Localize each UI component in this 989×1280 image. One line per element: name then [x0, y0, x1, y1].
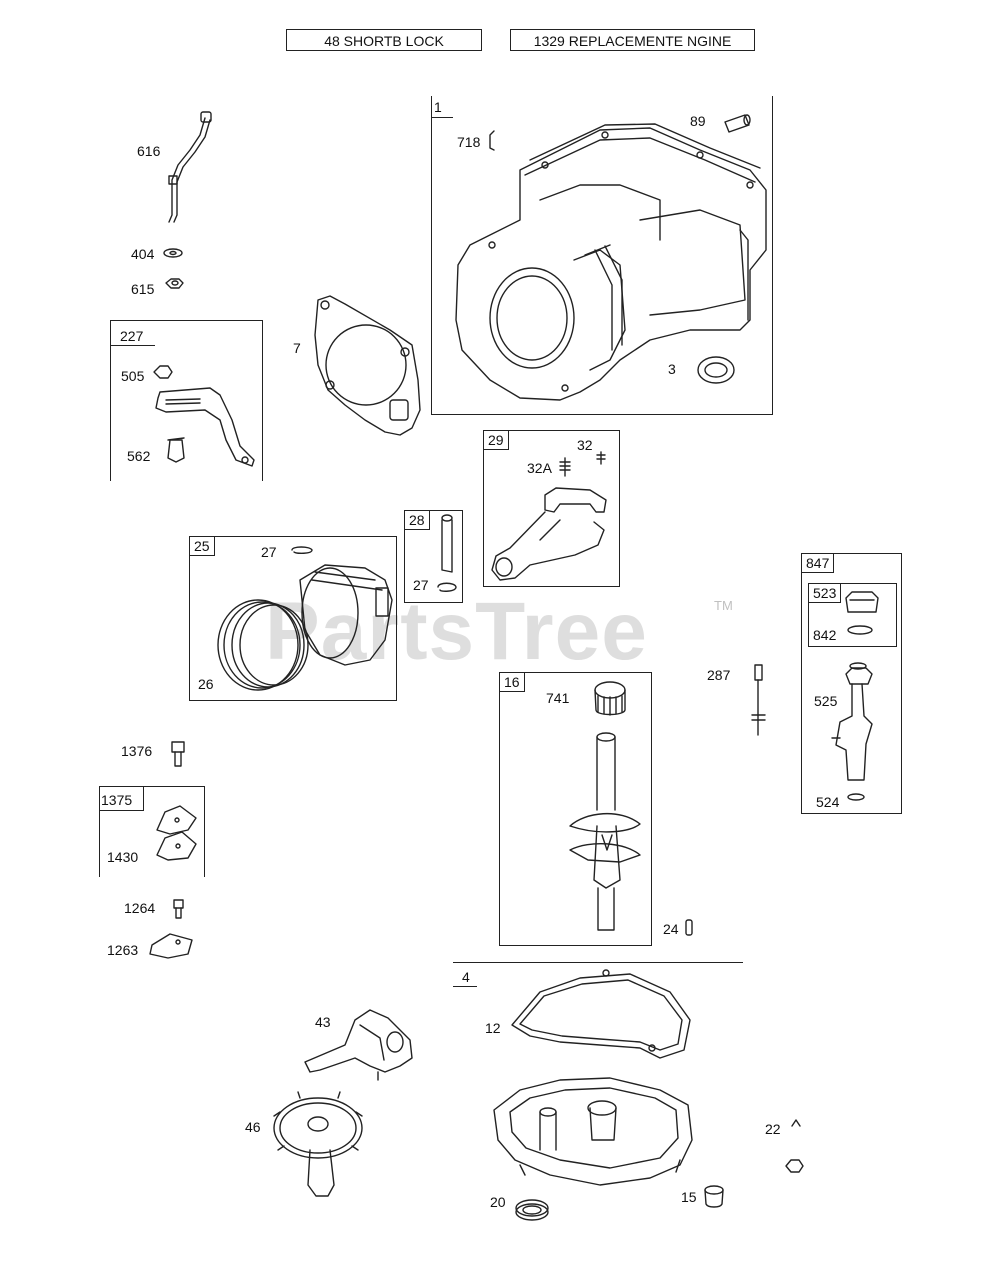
label-32a: 32A	[527, 460, 552, 476]
piston-25-icon	[291, 546, 393, 666]
governor-43-icon	[304, 1009, 413, 1081]
clip-718-icon	[489, 130, 495, 151]
bolt-1376-icon	[171, 741, 185, 767]
washer-404-icon	[163, 248, 183, 258]
label-562: 562	[127, 448, 151, 464]
label-15: 15	[681, 1189, 697, 1205]
watermark: PartsTree	[265, 586, 648, 677]
box-227-number: 227	[120, 328, 144, 344]
box-1-left-line	[431, 96, 432, 415]
box-227-tab	[110, 345, 155, 346]
box-847: 847	[801, 553, 902, 814]
box-28-number: 28	[405, 511, 430, 530]
label-718: 718	[457, 134, 481, 150]
cam-gear-46-icon	[273, 1091, 363, 1197]
label-20: 20	[490, 1194, 506, 1210]
box-25-number: 25	[190, 537, 215, 556]
box-1-number: 1	[434, 99, 442, 115]
label-1263: 1263	[107, 942, 139, 958]
nut-615-icon	[165, 278, 184, 289]
seal-3-icon	[697, 356, 735, 384]
box-29: 29	[483, 430, 620, 587]
label-46: 46	[245, 1119, 261, 1135]
box-4-tab	[453, 986, 477, 987]
crank-gear-741-icon	[594, 681, 626, 716]
label-1376: 1376	[121, 743, 153, 759]
box-29-number: 29	[484, 431, 509, 450]
box-847-number: 847	[802, 554, 835, 573]
box-28: 28	[404, 510, 463, 603]
piston-rings-26-icon	[217, 599, 309, 691]
box-1375-tab	[99, 810, 144, 811]
label-842: 842	[813, 627, 837, 643]
box-4-top-line	[453, 962, 743, 963]
key-24-icon	[685, 919, 693, 936]
box-16: 16	[499, 672, 652, 946]
label-741: 741	[546, 690, 570, 706]
tube-525-icon	[831, 667, 873, 801]
label-3: 3	[668, 361, 676, 377]
box-227-top-line	[110, 320, 263, 321]
crankshaft-16-icon	[569, 732, 641, 931]
box-1-right-line	[772, 96, 773, 415]
plate-1375-icon	[156, 805, 197, 861]
box-4-number: 4	[462, 969, 470, 985]
box-1-bottom-line	[431, 414, 773, 415]
piston-pin-28-icon	[437, 514, 457, 592]
header-right: 1329 REPLACEMENTE NGINE	[510, 29, 755, 51]
dipstick-616-icon	[168, 111, 212, 223]
label-404: 404	[131, 246, 155, 262]
label-1264: 1264	[124, 900, 156, 916]
fastener-22-icon	[785, 1119, 804, 1173]
seal-20-icon	[515, 1199, 549, 1221]
box-227-left-line	[110, 320, 111, 481]
label-287: 287	[707, 667, 731, 683]
header-left: 48 SHORTB LOCK	[286, 29, 482, 51]
label-27-piston: 27	[261, 544, 277, 560]
label-525: 525	[814, 693, 838, 709]
bushing-15-icon	[704, 1185, 724, 1208]
label-616: 616	[137, 143, 161, 159]
label-615: 615	[131, 281, 155, 297]
engine-block-1-icon	[455, 123, 767, 401]
box-25: 25	[189, 536, 397, 701]
box-1375-number: 1375	[101, 792, 133, 808]
head-gasket-7-icon	[314, 295, 421, 436]
label-26: 26	[198, 676, 214, 692]
box-1375-top-line	[99, 786, 205, 787]
sump-gasket-12-icon	[511, 969, 691, 1059]
box-1375-left-line	[99, 786, 100, 877]
label-22: 22	[765, 1121, 781, 1137]
box-523-number: 523	[809, 584, 842, 603]
dipstick-cap-523-icon	[845, 591, 879, 635]
label-43: 43	[315, 1014, 331, 1030]
label-505: 505	[121, 368, 145, 384]
watermark-tm: TM	[714, 598, 733, 613]
box-1-tab	[431, 117, 453, 118]
box-1375-tab-side	[143, 786, 144, 810]
label-32: 32	[577, 437, 593, 453]
bracket-227-icon	[153, 365, 255, 467]
label-24: 24	[663, 921, 679, 937]
sump-4-icon	[493, 1077, 693, 1186]
box-523: 523	[808, 583, 897, 647]
screw-287-icon	[751, 664, 766, 736]
label-27-pin: 27	[413, 577, 429, 593]
label-89: 89	[690, 113, 706, 129]
box-227-right-line	[262, 320, 263, 481]
label-7: 7	[293, 340, 301, 356]
connecting-rod-29-icon	[491, 451, 607, 581]
box-1375-right-line	[204, 786, 205, 877]
box-16-number: 16	[500, 673, 525, 692]
tube-seal-842-icon	[849, 662, 867, 670]
shield-1263-icon	[149, 933, 193, 959]
label-1430: 1430	[107, 849, 139, 865]
bolt-1264-icon	[173, 899, 184, 919]
pin-89-icon	[724, 114, 751, 133]
label-524: 524	[816, 794, 840, 810]
label-12: 12	[485, 1020, 501, 1036]
